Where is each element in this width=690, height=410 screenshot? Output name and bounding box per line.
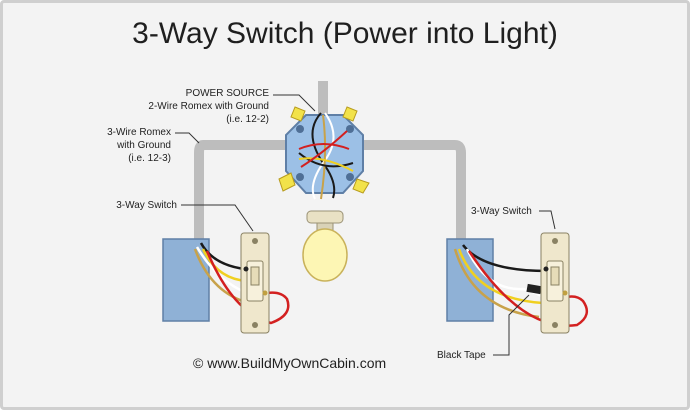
wiring-diagram [162, 81, 589, 356]
left-switch-label: 3-Way Switch [116, 200, 177, 211]
right-switch-label: 3-Way Switch [471, 206, 532, 217]
romex-cables [194, 81, 466, 241]
power-source-label: POWER SOURCE [185, 88, 269, 99]
black-tape-label: Black Tape [437, 350, 486, 361]
wire-nuts [278, 106, 370, 194]
romex-3wire-ie-label: (i.e. 12-3) [128, 153, 171, 164]
right-3way-switch [540, 232, 570, 334]
left-3wire-cable [194, 140, 289, 241]
junction-wires [298, 112, 354, 200]
romex-2wire-label: 2-Wire Romex with Ground [148, 101, 269, 112]
romex-2wire-ie-label: (i.e. 12-2) [226, 114, 269, 125]
light-fixture [302, 210, 348, 282]
leader-lines [175, 94, 556, 356]
right-3wire-cable [359, 140, 466, 241]
romex-3wire-label-line1: 3-Wire Romex [107, 127, 171, 138]
light-bulb [302, 228, 348, 282]
copyright-text: © www.BuildMyOwnCabin.com [193, 355, 387, 371]
left-switch-box [162, 238, 210, 322]
diagram-title: 3-Way Switch (Power into Light) [132, 17, 558, 50]
left-3way-switch [240, 232, 270, 334]
romex-3wire-label-line2: with Ground [117, 140, 171, 151]
